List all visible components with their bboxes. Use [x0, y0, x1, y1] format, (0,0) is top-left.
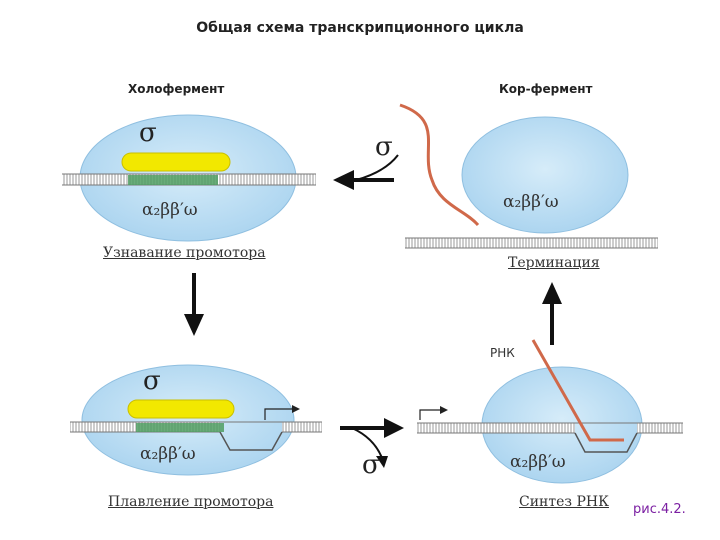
- caption-termination: Терминация: [508, 255, 600, 271]
- caption-promoter-melting: Плавление промотора: [108, 494, 274, 510]
- holoenzyme-header: Холофермент: [128, 82, 225, 96]
- promoter-region-bottom: [136, 423, 224, 432]
- caption-rna-synthesis: Синтез РНК: [519, 494, 609, 510]
- arrow-up-to-termination: [542, 282, 562, 345]
- arrow-to-recognition: [333, 154, 399, 190]
- core-enzyme-header: Кор-фермент: [499, 82, 593, 96]
- core-enzyme-body: [461, 116, 629, 234]
- start-site-arrow-bottom-right: [419, 409, 440, 420]
- sigma-label-released: σ: [375, 132, 393, 162]
- dna-strand-termination: [405, 237, 658, 249]
- sigma-label-bottom: σ: [143, 366, 161, 396]
- diagram-title: Общая схема транскрипционного цикла: [196, 20, 524, 36]
- start-site-arrow-bottom-left: [264, 408, 292, 420]
- sigma-factor-bar-bottom: [127, 399, 235, 419]
- rna-label: РНК: [490, 346, 515, 360]
- caption-promoter-recognition: Узнавание промотора: [103, 245, 266, 261]
- sigma-factor-bar-top: [121, 152, 231, 172]
- core-formula-bottom-right: α₂ββ′ω: [510, 452, 566, 472]
- core-formula-top-left: α₂ββ′ω: [142, 200, 198, 220]
- core-formula-bottom-left: α₂ββ′ω: [140, 444, 196, 464]
- core-formula-top-right: α₂ββ′ω: [503, 192, 559, 212]
- figure-label: рис.4.2.: [633, 502, 686, 517]
- sigma-label-top: σ: [139, 118, 157, 148]
- arrow-to-synthesis: [340, 418, 404, 468]
- holoenzyme-body-bottom: [81, 364, 295, 476]
- dna-strand-synthesis: [417, 422, 683, 453]
- sigma-label-dissociated: σ: [362, 450, 380, 480]
- promoter-region-top: [128, 175, 218, 185]
- released-rna: [399, 103, 480, 227]
- arrow-down-to-melting: [184, 273, 204, 336]
- nascent-rna: [531, 339, 624, 442]
